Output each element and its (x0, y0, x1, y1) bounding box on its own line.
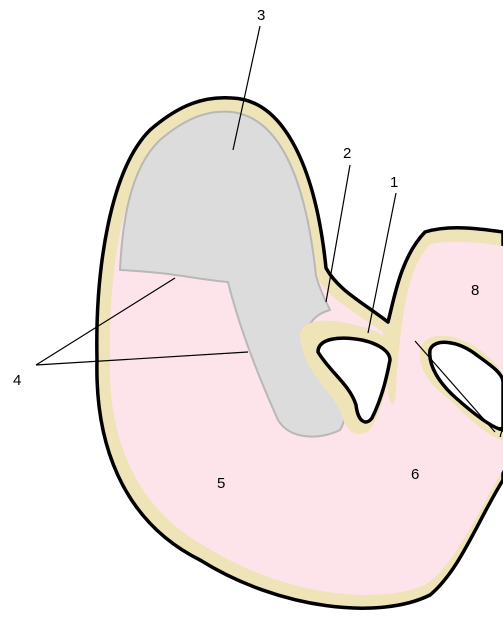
label-3: 3 (257, 8, 265, 23)
label-1: 1 (390, 175, 398, 190)
label-6: 6 (411, 467, 419, 482)
label-2: 2 (343, 146, 351, 161)
label-8: 8 (471, 283, 479, 298)
label-7: 7 (497, 425, 503, 440)
label-5: 5 (217, 476, 225, 491)
label-4: 4 (13, 373, 21, 388)
